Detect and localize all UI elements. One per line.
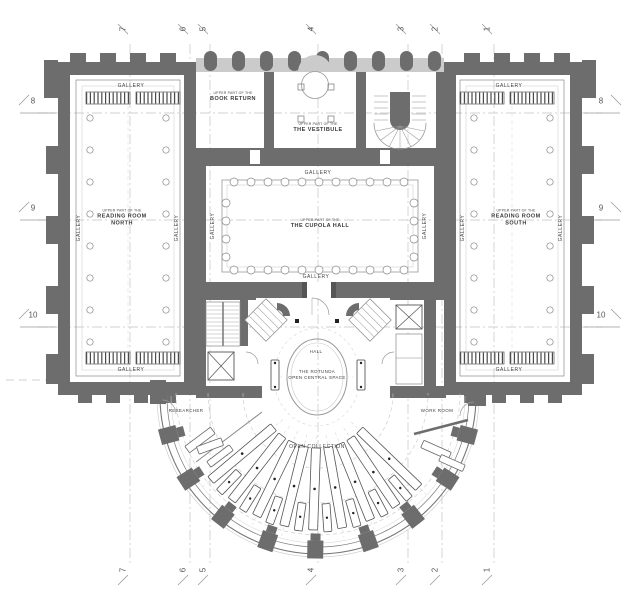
gallery-label: GALLERY (304, 169, 332, 176)
grid-number-bottom: 5 (198, 567, 208, 573)
gallery-label: GALLERY (173, 214, 180, 242)
grand-stair-icon (373, 92, 427, 150)
gallery-label: GALLERY (302, 273, 330, 280)
vestibule-label: UPPER PART OF THE THE VESTIBULE (293, 122, 342, 134)
room-name: READING ROOM (97, 213, 147, 220)
grid-number-right: 8 (598, 96, 604, 106)
grid-number-top: 3 (396, 26, 406, 32)
grid-number-left: 8 (30, 96, 36, 106)
side-shelf (270, 359, 366, 391)
upper-part-text: UPPER PART OF THE (300, 218, 340, 223)
radial-shelves (207, 423, 422, 533)
gallery-label: GALLERY (117, 366, 145, 373)
grid-number-top: 7 (118, 26, 128, 32)
elevator-icon (207, 351, 235, 381)
rotunda (270, 319, 366, 427)
gallery-label: GALLERY (209, 212, 216, 240)
book-return-label: UPPER PART OF THE BOOK RETURN (210, 91, 256, 103)
stair-blocks (196, 290, 446, 398)
room-name: THE CUPOLA HALL (290, 222, 350, 229)
room-name-suffix: SOUTH (505, 220, 527, 227)
open-collection-label: OPEN COLLECTION (289, 443, 345, 450)
grid-number-top: 6 (178, 26, 188, 32)
reading-room-south-interior (459, 79, 565, 377)
grid-number-bottom: 7 (118, 567, 128, 573)
grid-number-top: 5 (198, 26, 208, 32)
grid-number-left: 10 (28, 310, 38, 320)
room-name-suffix: NORTH (111, 220, 133, 227)
grid-number-left: 9 (30, 203, 36, 213)
grid-number-bottom: 6 (178, 567, 188, 573)
grid-ticks (18, 23, 622, 586)
reading-room-south-label: UPPER PART OF THE READING ROOM SOUTH (491, 209, 540, 228)
room-name: THE VESTIBULE (293, 126, 343, 133)
grid-number-bottom: 3 (396, 567, 406, 573)
bookshelf-bands (85, 91, 181, 365)
upper-part-text: UPPER PART OF THE (496, 208, 536, 213)
cupola-colonnade (221, 177, 419, 275)
gallery-label: GALLERY (75, 214, 82, 242)
work-room (413, 401, 475, 472)
grid-number-bottom: 2 (430, 567, 440, 573)
grid-number-right: 10 (596, 310, 606, 320)
north-wing (188, 51, 446, 166)
grid-number-bottom: 4 (306, 567, 316, 573)
researcher-room (161, 399, 263, 468)
grid-number-top: 4 (306, 26, 316, 32)
room-name: BOOK RETURN (210, 95, 256, 102)
west-wing-walls (44, 53, 196, 403)
grid-number-top: 1 (482, 26, 492, 32)
vestibule-dome-circle (297, 55, 335, 123)
researcher-label: RESEARCHER (168, 408, 204, 414)
east-wing-walls (444, 53, 596, 403)
spiral-stair-icon (346, 298, 392, 342)
grid-number-top: 2 (430, 26, 440, 32)
gallery-label: GALLERY (557, 214, 564, 242)
cupola-block (196, 162, 446, 316)
rotunda-subtitle: OPEN CENTRAL SPACE (288, 375, 346, 380)
straight-stair-icon (205, 301, 241, 347)
work-room-label: WORK ROOM (420, 408, 454, 414)
upper-part-text: UPPER PART OF THE (102, 208, 142, 213)
gallery-label: GALLERY (421, 212, 428, 240)
gallery-label: GALLERY (495, 366, 523, 373)
rotunda-name: THE ROTUNDA (298, 369, 336, 375)
upper-part-text: UPPER PART OF THE (298, 122, 338, 127)
gallery-label: GALLERY (459, 214, 466, 242)
bookshelf-bands (459, 91, 555, 365)
upper-part-text: UPPER PART OF THE (213, 91, 253, 96)
elevator-icon (395, 304, 423, 330)
grid-number-right: 9 (598, 203, 604, 213)
reading-room-north-label: UPPER PART OF THE READING ROOM NORTH (97, 209, 146, 228)
grid-number-bottom: 1 (482, 567, 492, 573)
rim-piers (150, 380, 486, 559)
hall-label: HALL (309, 349, 323, 355)
reading-room-north-interior (75, 79, 181, 377)
open-collection-hall (150, 380, 486, 559)
room-name: READING ROOM (491, 213, 541, 220)
spiral-stair-icon (244, 298, 290, 342)
rotunda-label: THE ROTUNDA OPEN CENTRAL SPACE (288, 369, 345, 381)
cupola-hall-label: UPPER PART OF THE THE CUPOLA HALL (291, 218, 350, 230)
gallery-label: GALLERY (495, 82, 523, 89)
gallery-label: GALLERY (117, 82, 145, 89)
